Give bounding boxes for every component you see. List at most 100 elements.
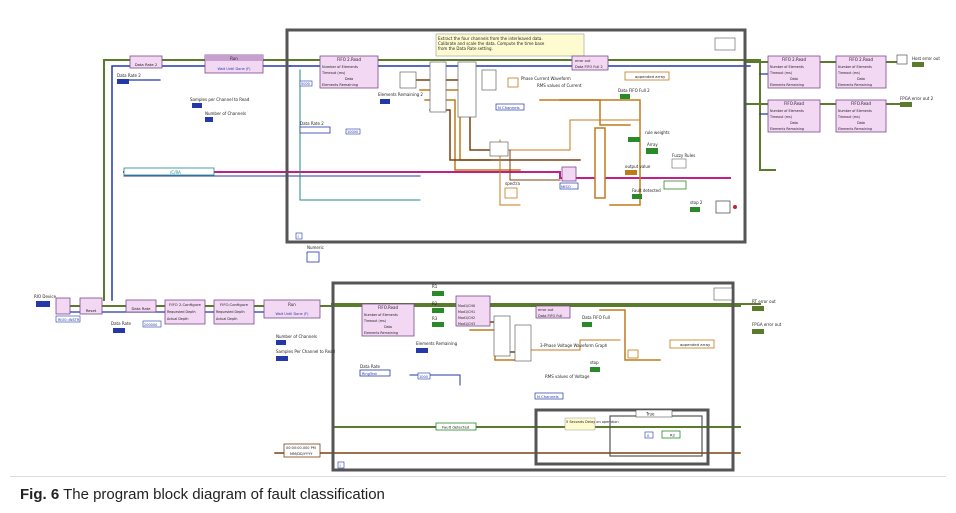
- fault-detected-bottom-ind: [435, 422, 477, 431]
- rule-weights-label: rule weights: [645, 130, 670, 135]
- compound-node: [489, 141, 509, 157]
- rio-ref-label: RIO0::INSTR: [58, 318, 80, 322]
- case-num-ind: [644, 431, 654, 439]
- data-fifo-full-2-label: Data FIFO Full 2: [618, 88, 650, 93]
- r2-ind: [432, 308, 444, 313]
- r3-label: R3: [432, 316, 438, 321]
- bottom-data-fifo-full-node-label: Data FIFO Full: [538, 314, 562, 318]
- voltage-graph-icon: [627, 349, 639, 359]
- run-node-top-header: [205, 55, 263, 61]
- fifo2-actual-depth: Actual Depth: [167, 317, 188, 321]
- rt-error-out-ind: [752, 306, 764, 311]
- delay-case-frame: [534, 408, 710, 466]
- fifo2-configure-title: FIFO 2.Configure: [169, 302, 201, 307]
- stop-label: stop: [590, 360, 599, 365]
- case-selector: [635, 409, 673, 418]
- elements-remaining-bottom-label: Elements Remaining: [416, 341, 458, 346]
- right-fifo-d-row-2: Data: [857, 121, 865, 125]
- data-fifo-full-label: Data FIFO Full: [582, 315, 610, 320]
- bottom-fifo-row-2: Data: [384, 325, 392, 329]
- top-loop-timer: [714, 37, 736, 51]
- data-rate-node: [129, 55, 163, 69]
- top-fifo-read: FIFO 2.Read Number of Elements Timeout (…: [319, 55, 379, 89]
- top-loop-iteration-label: i: [298, 234, 299, 239]
- right-fifo-a-row-3: Elements Remaining: [770, 83, 804, 87]
- run-node-bottom-label: Run: [288, 302, 296, 307]
- right-fifo-d-row-3: Elements Remaining: [838, 127, 872, 131]
- fpga-error-out-label: FPGA error out: [752, 322, 782, 327]
- data-fifo-full-ind: [582, 322, 592, 327]
- n-channels-ring: [495, 103, 525, 111]
- wire-fan-7: [509, 149, 561, 181]
- inner-case-frame: [609, 415, 703, 457]
- samples-per-channel-label: Samples per Channel to Read: [190, 97, 250, 102]
- right-fifo-a-body: [767, 55, 821, 89]
- right-fifo-a-row-2: Data: [790, 77, 798, 81]
- top-stop-terminal: [715, 200, 731, 214]
- run-node-bottom: Run Wait Until Done (F): [263, 299, 321, 319]
- mod-row-2: Mod1/CH2: [458, 316, 475, 320]
- mod-channel-body: [455, 295, 491, 327]
- bottom-fifo-row-1: Timeout (ms): [363, 319, 386, 323]
- reset-node: [79, 297, 103, 315]
- bottom-const-1000: [417, 372, 431, 380]
- run-node-top-sub: Wait Until Done (F): [217, 67, 251, 71]
- top-error-out-label: error out: [575, 59, 591, 63]
- wire-top-main-green: [289, 59, 776, 171]
- right-fifo-b-row-1: Timeout (ms): [837, 71, 860, 75]
- wire-bottom-fan-1: [459, 321, 521, 353]
- right-fifo-d: FIFO.Read Number of Elements Timeout (ms…: [835, 99, 887, 133]
- top-fifo-row-3: Elements Remaining: [322, 83, 358, 87]
- bottom-fifo-read-title: FIFO.Read: [378, 305, 399, 310]
- wire-orange-big: [539, 99, 631, 126]
- mod-row-1: Mod1/CH1: [458, 310, 475, 314]
- stop2-label: stop 2: [690, 200, 703, 205]
- case-selector-label: True: [645, 412, 655, 417]
- appended-array-top-label: appended array: [635, 74, 666, 79]
- bottom-const-1000-label: 1000: [419, 375, 428, 379]
- data-rate-ring-text: RingText: [362, 372, 378, 376]
- fifo2-configure-body: [164, 299, 206, 325]
- rio-device-ctrl: [36, 301, 50, 307]
- top-fifo-row-0: Number of Elements: [322, 65, 358, 69]
- spectra-ind: [504, 187, 518, 199]
- rms-current-label: RMS values of Current: [537, 83, 582, 88]
- path-constant-label: /C/RA: [170, 170, 181, 175]
- rio-device-label: RIO Device: [34, 294, 57, 299]
- fuzzy-rules-ind: [671, 158, 687, 169]
- top-comment-text: Extract the four channels from the inter…: [438, 36, 546, 51]
- host-error-out-label: Host error out: [912, 56, 940, 61]
- fault-detected-top-ind: [632, 194, 642, 199]
- fault-detected-bottom-label: Fault detected: [442, 425, 470, 430]
- top-fifo-read-body: [319, 55, 379, 89]
- right-fifo-c-row-1: Timeout (ms): [769, 115, 792, 119]
- right-fifo-columns: FIFO 2.Read Number of Elements Timeout (…: [767, 54, 940, 133]
- wire-teal-loop: [299, 69, 421, 201]
- stop2-ind: [690, 207, 700, 212]
- n-channels-label: N Channels: [498, 105, 520, 110]
- wire-pink: [123, 171, 731, 179]
- r1-label: R1: [432, 284, 438, 289]
- appended-array-top: [624, 71, 670, 81]
- timestamp-ctrl: [283, 443, 321, 458]
- n-channels-bottom-ring: [534, 392, 564, 400]
- caption-divider: [10, 476, 946, 477]
- bottom-loop-iteration-label: i: [340, 463, 341, 468]
- r2-label: R2: [432, 301, 438, 306]
- right-fifo-c-row-0: Number of Elements: [770, 109, 804, 113]
- right-fifo-c-row-2: Data: [790, 121, 798, 125]
- figure-caption: Fig. 6 The program block diagram of faul…: [20, 486, 385, 503]
- fault-detected-top-label: Fault detected: [632, 188, 661, 193]
- mod-row-0: Mod1/CH0: [458, 304, 475, 308]
- r1-ind: [432, 291, 444, 296]
- index-array-1: [399, 71, 417, 89]
- number-channels-const: [205, 117, 213, 122]
- appended-array-bottom-label: appended array: [680, 342, 711, 347]
- r2-out-ind: [661, 430, 681, 439]
- fifo2-requested-depth: Requested Depth: [167, 310, 196, 314]
- fifo2-configure-node: FIFO 2.Configure Requested Depth Actual …: [164, 299, 206, 325]
- rule-weights-ind: [628, 137, 640, 142]
- fifo-configure-title: FIFO.Configure: [220, 302, 249, 307]
- right-fifo-d-body: [835, 99, 887, 133]
- fuzzy-rules-label: Fuzzy Rules: [672, 153, 695, 158]
